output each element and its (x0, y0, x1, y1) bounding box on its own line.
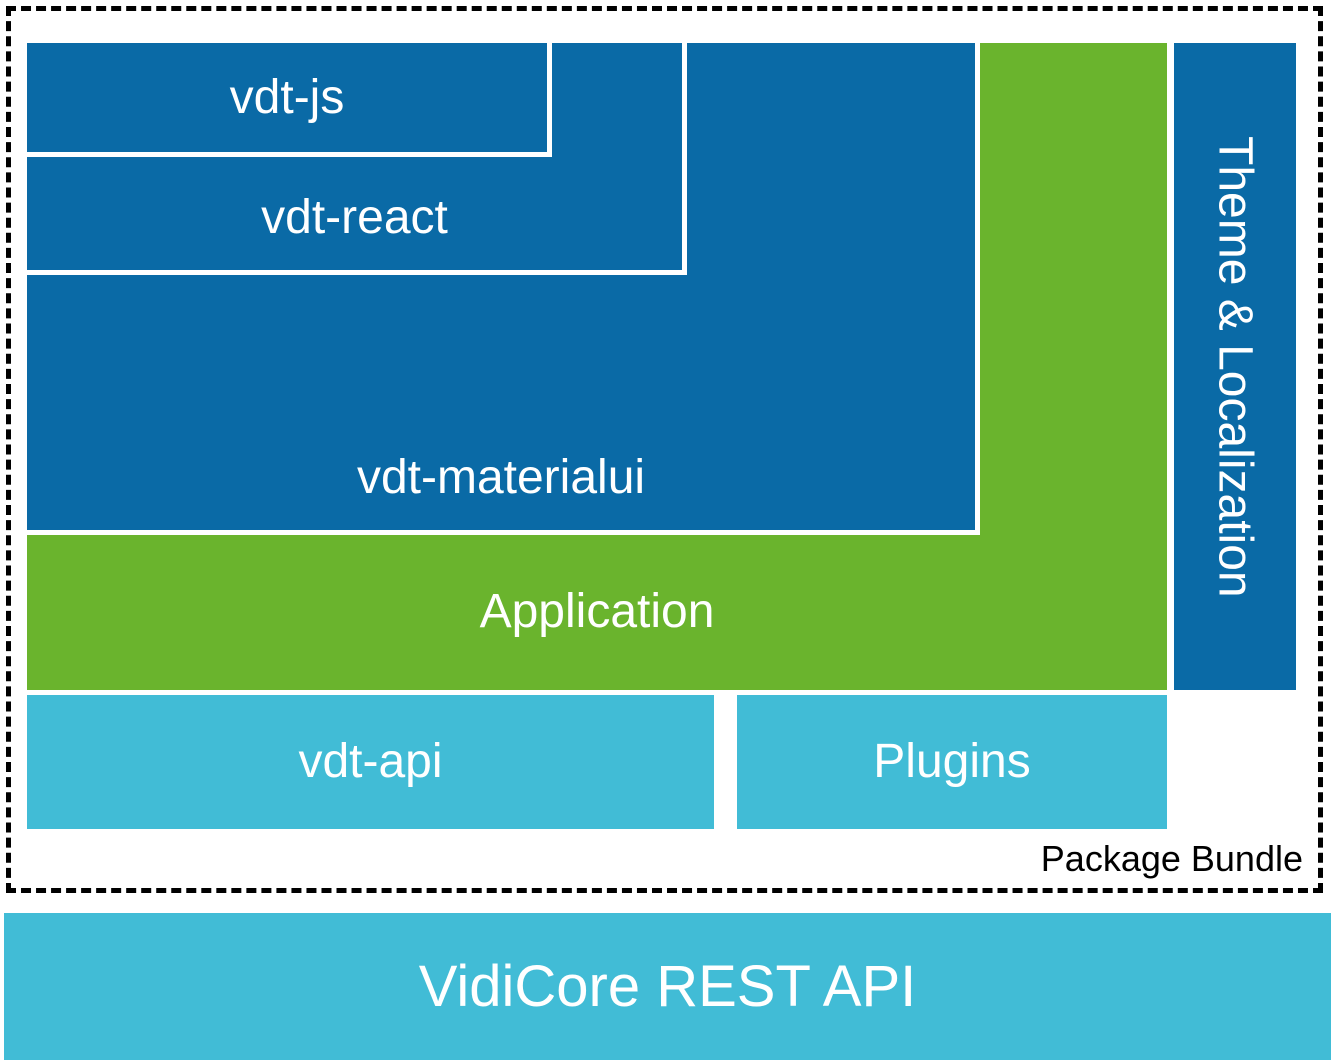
theme-localization-block: Theme & Localization (1174, 43, 1296, 690)
application-label: Application (479, 584, 715, 638)
vidicore-rest-api-label: VidiCore REST API (418, 953, 917, 1019)
vdt-js-block: vdt-js (27, 43, 552, 157)
package-bundle-frame (6, 6, 1323, 893)
plugins-block: Plugins (737, 695, 1167, 829)
theme-localization-label: Theme & Localization (1208, 135, 1262, 598)
vdt-api-block: vdt-api (27, 695, 714, 829)
vidicore-rest-api-block: VidiCore REST API (4, 913, 1331, 1060)
plugins-label: Plugins (873, 735, 1031, 788)
vdt-react-label: vdt-react (261, 191, 448, 244)
vdt-materialui-label: vdt-materialui (356, 451, 646, 504)
vdt-api-label: vdt-api (298, 735, 443, 788)
package-bundle-label: Package Bundle (1040, 838, 1303, 879)
vdt-js-label: vdt-js (229, 70, 345, 124)
